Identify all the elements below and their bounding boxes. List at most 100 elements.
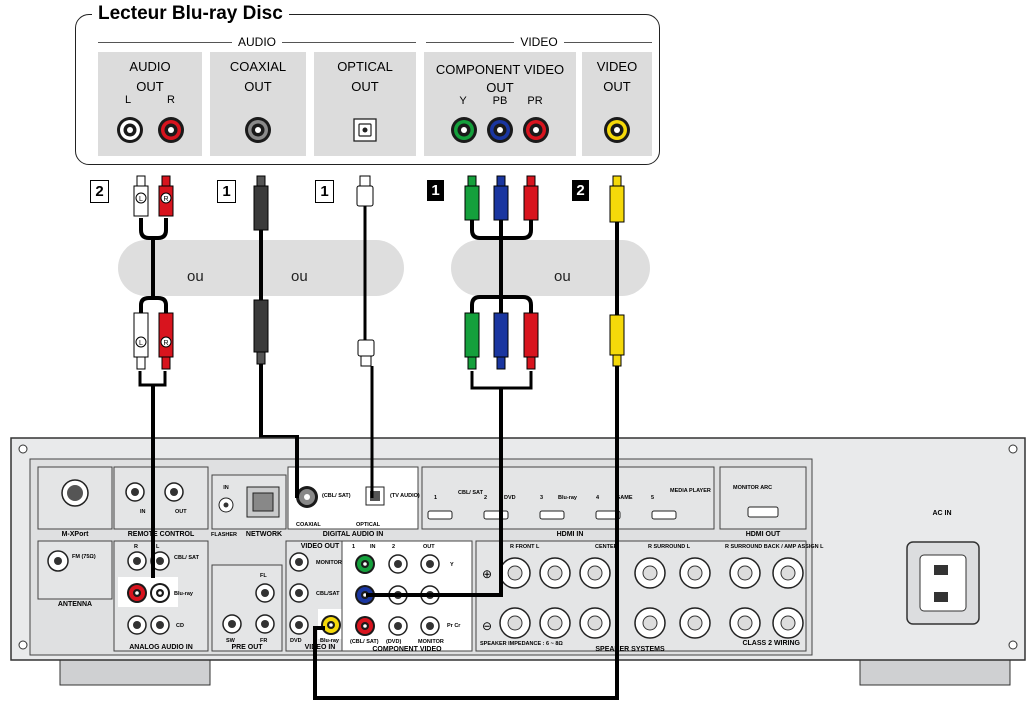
player-title: Lecteur Blu-ray Disc bbox=[92, 3, 289, 25]
hdmi-in-section: 1 CBL/ SAT 2 DVD 3 Blu-ray 4 GAME 5 MEDI… bbox=[421, 466, 715, 538]
component-plug-pr-bottom bbox=[523, 312, 539, 370]
audio-plug-right-bottom: R bbox=[158, 312, 174, 370]
coaxial-out-label-2: OUT bbox=[244, 79, 272, 94]
video-out-jack bbox=[604, 117, 630, 143]
component-in-1-label: 1 bbox=[352, 544, 355, 550]
video-out-label-2: OUT bbox=[603, 79, 631, 94]
audio-plug-left-bottom: L bbox=[133, 312, 149, 370]
speaker-plus-symbol: ⊕ bbox=[482, 567, 492, 581]
component-pr-jack bbox=[523, 117, 549, 143]
component-in-2-label: 2 bbox=[392, 544, 395, 550]
optical-out-label-1: OPTICAL bbox=[337, 59, 393, 74]
component-plug-pb-bottom bbox=[493, 312, 509, 370]
video-out-section-label: VIDEO OUT bbox=[301, 543, 340, 550]
class2-wiring-label: CLASS 2 WIRING bbox=[742, 640, 800, 647]
hdmi-out-section: MONITOR ARC HDMI OUT bbox=[719, 466, 807, 538]
video-plug-top bbox=[609, 175, 625, 223]
monitor-arc-label: MONITOR ARC bbox=[733, 485, 772, 491]
component-pb-label: PB bbox=[492, 95, 508, 107]
flasher-in-label: IN bbox=[223, 485, 229, 491]
hdmi-in-2-label: 2 bbox=[484, 495, 487, 501]
analog-bluray-label: Blu-ray bbox=[174, 591, 194, 597]
pre-out-sw-label: SW bbox=[226, 638, 236, 644]
speaker-center-label: CENTER bbox=[595, 544, 618, 550]
coaxial-out-label-1: COAXIAL bbox=[229, 59, 287, 74]
audio-out-panel bbox=[98, 52, 202, 156]
optical-in-label: OPTICAL bbox=[356, 522, 381, 528]
component-out-label-1: COMPONENT VIDEO bbox=[435, 62, 565, 77]
coaxial-in-label: COAXIAL bbox=[296, 522, 321, 528]
optical-out-jack bbox=[353, 118, 377, 142]
component-plug-y-top bbox=[464, 175, 480, 221]
antenna-label: ANTENNA bbox=[58, 601, 92, 608]
optical-out-label-2: OUT bbox=[351, 79, 379, 94]
component-y-jack bbox=[451, 117, 477, 143]
receiver-screws bbox=[18, 444, 1018, 650]
optical-source-label: (TV AUDIO) bbox=[390, 493, 420, 499]
video-group-header: VIDEO bbox=[426, 35, 652, 49]
upper-plugs: L R bbox=[133, 175, 625, 231]
hdmi-in-1-source: CBL/ SAT bbox=[458, 490, 484, 496]
coaxial-out-jack bbox=[245, 117, 271, 143]
m-xport-section: M-XPort bbox=[37, 466, 113, 538]
pre-out-section: FL SW FR PRE OUT bbox=[211, 564, 283, 652]
hdmi-out-label: HDMI OUT bbox=[746, 531, 781, 538]
audio-cable-top-split bbox=[139, 218, 168, 240]
step-label-1-optical: 1 bbox=[315, 180, 334, 203]
or-label-2: ou bbox=[291, 268, 308, 285]
coax-plug-top bbox=[253, 175, 269, 231]
component-pr-label: Pr Cr bbox=[447, 623, 461, 629]
analog-cd-label: CD bbox=[176, 623, 184, 629]
video-group-label: VIDEO bbox=[520, 35, 558, 49]
flasher-label: FLASHER bbox=[211, 532, 237, 538]
player-jacks bbox=[117, 117, 630, 143]
component-plug-pb-top bbox=[493, 175, 509, 221]
step-label-1-component: 1 bbox=[427, 180, 444, 201]
component-out-label: OUT bbox=[423, 544, 435, 550]
audio-out-label-2: OUT bbox=[136, 79, 164, 94]
speaker-front-label: R FRONT L bbox=[510, 544, 540, 550]
pre-out-fl-label: FL bbox=[260, 573, 267, 579]
speaker-minus-symbol: ⊖ bbox=[482, 619, 492, 633]
speaker-impedance-label: SPEAKER IMPEDANCE : 6 ~ 8Ω bbox=[480, 641, 563, 647]
audio-plug-left-top-mark: L bbox=[139, 196, 143, 203]
component-monitor-label: MONITOR bbox=[418, 639, 444, 645]
remote-out-label: OUT bbox=[175, 509, 187, 515]
step-label-2-audio: 2 bbox=[90, 180, 109, 203]
audio-plug-right-top: R bbox=[158, 175, 174, 217]
optical-plug-bottom bbox=[357, 339, 375, 367]
component-y-label: Y bbox=[459, 95, 467, 107]
audio-out-right-jack bbox=[158, 117, 184, 143]
hdmi-in-label: HDMI IN bbox=[557, 531, 584, 538]
speaker-surround-back-label: R SURROUND BACK / AMP ASSIGN L bbox=[725, 544, 824, 550]
component-y-label: Y bbox=[450, 562, 454, 568]
component-in-label: IN bbox=[370, 544, 376, 550]
speaker-systems-section: R FRONT L CENTER R SURROUND L R SURROUND… bbox=[475, 540, 824, 653]
digital-audio-in-section: (CBL/ SAT) (TV AUDIO) COAXIAL OPTICAL DI… bbox=[287, 466, 420, 538]
component-pr-label: PR bbox=[527, 95, 543, 107]
lower-plugs: L R bbox=[133, 299, 625, 370]
network-label: NETWORK bbox=[246, 531, 282, 538]
video-monitor-label: MONITOR bbox=[316, 560, 342, 566]
or-label-1: ou bbox=[187, 268, 204, 285]
hdmi-in-2-source: DVD bbox=[504, 495, 516, 501]
ac-in-label: AC IN bbox=[932, 510, 951, 517]
pre-out-label: PRE OUT bbox=[231, 644, 263, 651]
audio-out-left-label: L bbox=[124, 94, 132, 106]
hdmi-in-1-label: 1 bbox=[434, 495, 437, 501]
receiver-foot-right bbox=[859, 658, 1011, 686]
av-receiver-rear-panel: M-XPort IN OUT REMOTE CONTROL IN FLASHER… bbox=[10, 437, 1026, 686]
analog-l-label: L bbox=[156, 544, 160, 550]
component-out-label-2: OUT bbox=[486, 80, 514, 95]
audio-out-label-1: AUDIO bbox=[129, 59, 171, 74]
hdmi-in-5-source: MEDIA PLAYER bbox=[670, 488, 711, 494]
audio-out-right-label: R bbox=[167, 94, 175, 106]
ac-in-section: AC IN bbox=[906, 510, 980, 625]
analog-r-label: R bbox=[134, 544, 138, 550]
component-pb-jack bbox=[487, 117, 513, 143]
speaker-surround-label: R SURROUND L bbox=[648, 544, 691, 550]
hdmi-in-3-label: 3 bbox=[540, 495, 543, 501]
coax-plug-bottom bbox=[253, 299, 269, 365]
m-xport-label: M-XPort bbox=[62, 531, 90, 538]
component-video-section: 1 IN 2 OUT Y Pr Cr (CBL/ SAT) (DVD) MONI… bbox=[341, 540, 473, 653]
